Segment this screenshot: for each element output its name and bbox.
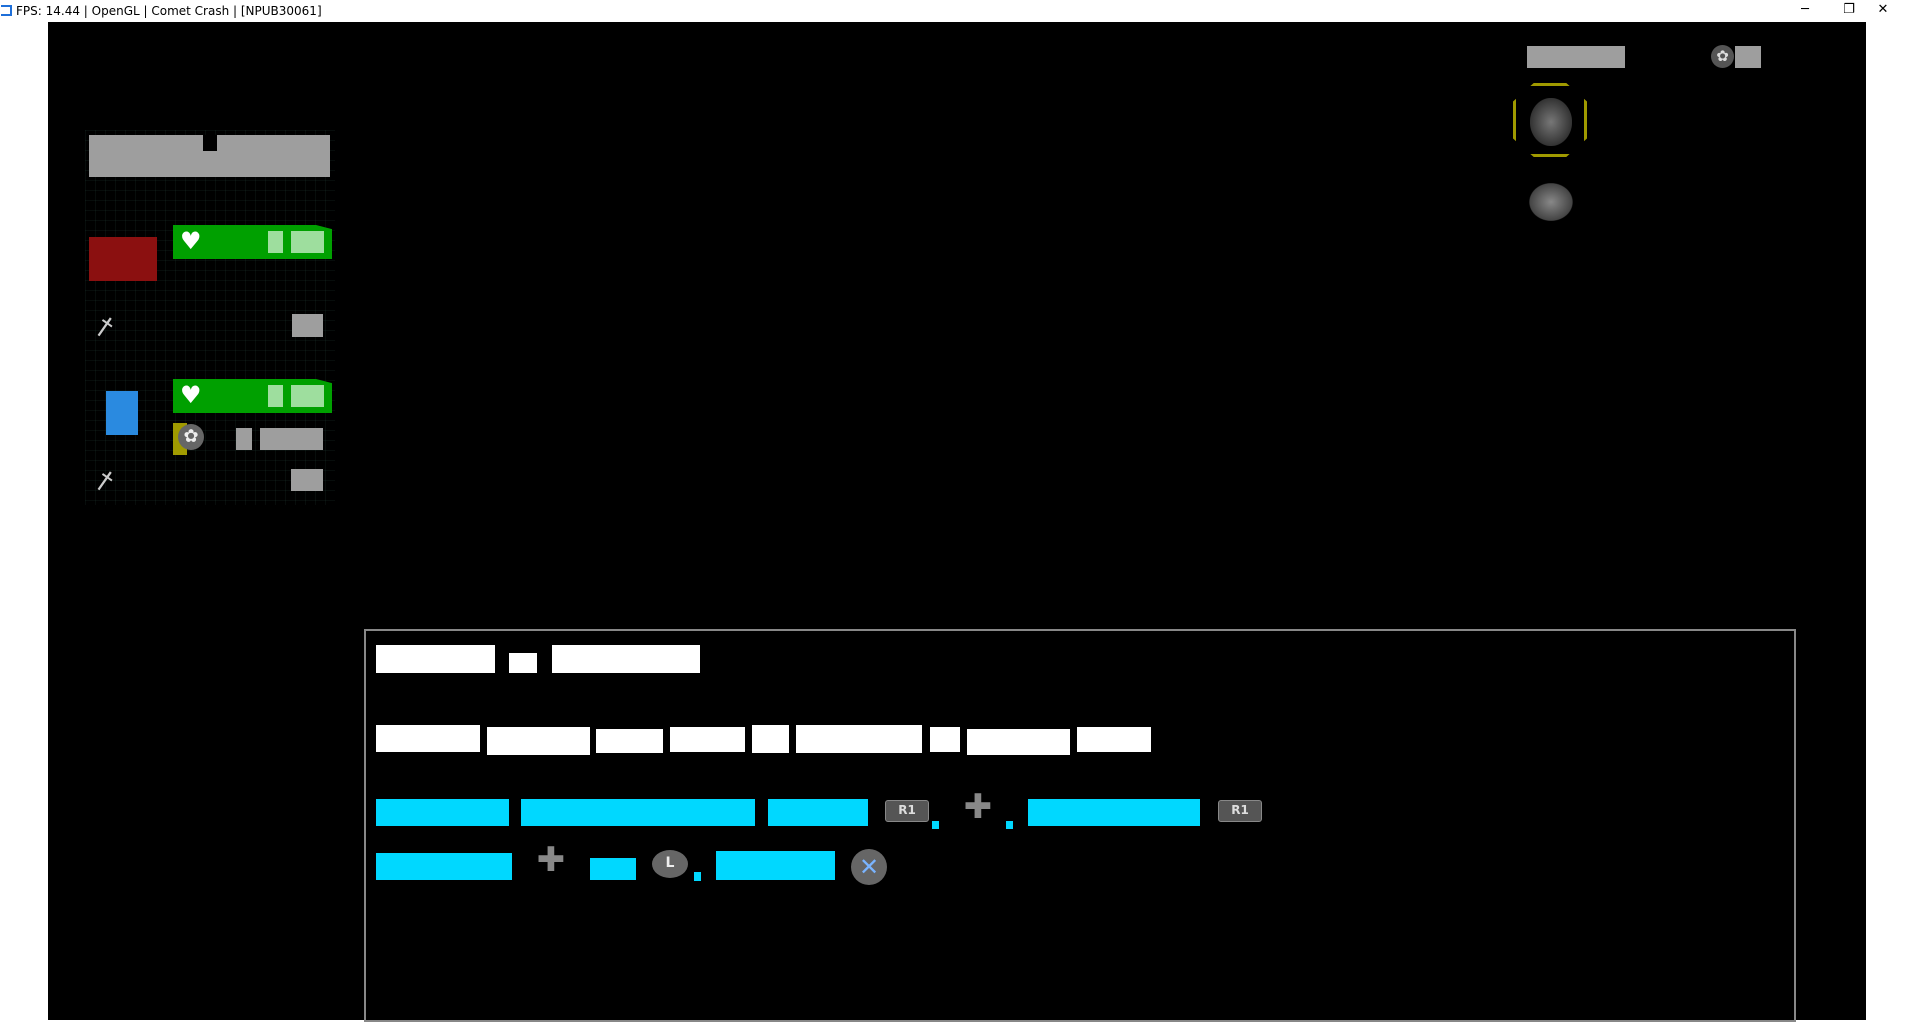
- restore-button[interactable]: ❐: [1843, 2, 1855, 17]
- health-digit: [291, 385, 324, 407]
- dialog-body-word: [487, 727, 590, 755]
- dialog-body-word: [930, 727, 960, 752]
- dialog-body-word: [1077, 727, 1151, 752]
- dialog-body-word: [752, 725, 789, 753]
- dialog-body-word: [967, 729, 1070, 755]
- minimize-button[interactable]: ─: [1801, 2, 1809, 17]
- controls-word: [768, 799, 868, 826]
- resource-value: [236, 428, 252, 450]
- resource-value: [260, 428, 323, 450]
- dpad-icon: ✚: [536, 840, 566, 880]
- health-digit: [268, 385, 283, 407]
- comma: [694, 872, 701, 881]
- coin-icon: ✿: [178, 424, 204, 450]
- dialog-body-word: [596, 729, 663, 753]
- health-digit: [291, 231, 324, 253]
- dialog-body-word: [376, 725, 480, 752]
- dpad-icon: ✚: [963, 787, 993, 827]
- controls-word: [376, 799, 509, 826]
- dialog-title-word: [376, 645, 495, 673]
- heart-icon: ♥: [180, 381, 202, 409]
- app-icon: [1, 5, 12, 16]
- controls-word: [521, 799, 755, 826]
- heart-icon: ♥: [180, 227, 202, 255]
- window-title: FPS: 14.44 | OpenGL | Comet Crash | [NPU…: [16, 4, 322, 18]
- player2-color: [106, 391, 138, 435]
- dialog-body-word: [796, 725, 922, 753]
- dialog-title-word: [552, 645, 700, 673]
- score-bar-notch: [203, 135, 217, 151]
- coin-count: [1735, 46, 1761, 68]
- r1-button-icon: R1: [1218, 800, 1262, 822]
- turret-icon[interactable]: [1530, 98, 1572, 146]
- attack-value: [291, 469, 323, 491]
- comma: [1006, 821, 1013, 829]
- left-stick-icon: L: [652, 850, 688, 878]
- close-button[interactable]: ✕: [1877, 2, 1889, 17]
- selected-turret-slot[interactable]: [1513, 83, 1587, 157]
- controls-word: [376, 853, 512, 880]
- health-digit: [268, 231, 283, 253]
- coin-icon: ✿: [1711, 45, 1734, 68]
- dialog-body-word: [670, 727, 745, 752]
- timer-display: [1527, 46, 1625, 68]
- controls-word: [716, 851, 835, 880]
- player1-color: [89, 237, 157, 281]
- attack-value: [292, 314, 323, 337]
- turret-icon[interactable]: [1528, 182, 1574, 222]
- cross-button-icon: ✕: [851, 849, 887, 885]
- comma: [932, 821, 939, 829]
- controls-word: [1028, 799, 1200, 826]
- controls-word: [590, 858, 636, 880]
- r1-button-icon: R1: [885, 800, 929, 822]
- dialog-title-word: [509, 653, 537, 673]
- title-bar: FPS: 14.44 | OpenGL | Comet Crash | [NPU…: [0, 0, 1905, 22]
